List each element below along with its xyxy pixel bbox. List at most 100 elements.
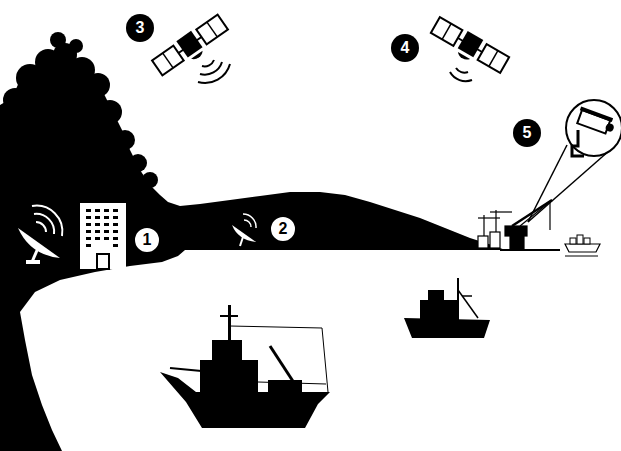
satellite <box>207 22 217 37</box>
satellite-dish <box>36 222 46 232</box>
fishing-boat <box>160 305 330 428</box>
container-ship <box>577 235 583 244</box>
fishing-boat <box>404 278 490 338</box>
signal-waves <box>198 60 230 83</box>
satellite <box>191 51 204 62</box>
office-building <box>113 230 118 233</box>
camera-callout <box>605 122 615 132</box>
satellite-dish <box>32 206 62 236</box>
callout-number: 1 <box>133 226 161 254</box>
office-building <box>80 203 126 269</box>
satellite <box>442 24 451 40</box>
container-ship <box>565 244 600 252</box>
camera-callout <box>566 100 621 156</box>
fishing-boat <box>230 326 322 328</box>
signal-waves <box>198 64 230 83</box>
coastline-land <box>3 88 27 112</box>
office-building <box>80 203 126 269</box>
coastline-land <box>0 48 505 451</box>
satellite <box>151 13 232 80</box>
fishing-boat <box>212 340 242 362</box>
coastline-land <box>86 73 110 97</box>
satellite <box>489 51 498 67</box>
port-cranes <box>478 200 560 250</box>
fishing-boat <box>170 368 212 372</box>
satellite-dish <box>244 220 251 227</box>
port-cranes <box>490 232 500 248</box>
fishing-boat <box>420 300 458 320</box>
fishing-boat <box>404 318 490 338</box>
port-cranes <box>478 236 488 248</box>
office-building <box>113 244 118 247</box>
coastline-land <box>115 130 135 150</box>
callout-number: 5 <box>513 119 541 147</box>
office-building <box>86 237 91 240</box>
satellite <box>431 17 463 46</box>
office-building <box>113 216 118 219</box>
office-building <box>113 223 118 226</box>
satellite <box>152 46 184 76</box>
office-building <box>113 237 118 240</box>
office-building <box>104 216 109 219</box>
container-ship <box>584 238 590 244</box>
signal-waves <box>200 62 222 75</box>
satellite <box>196 15 228 45</box>
office-building <box>95 230 100 233</box>
office-building <box>86 209 118 269</box>
coastline-land <box>0 32 505 451</box>
satellite <box>458 31 484 57</box>
office-building <box>104 237 109 240</box>
fishing-boat <box>322 328 328 392</box>
port-cranes <box>500 249 560 251</box>
coastline-land <box>142 172 158 188</box>
office-building <box>86 209 91 212</box>
coastline-land <box>69 39 83 53</box>
port-cranes <box>520 200 552 226</box>
port-cranes <box>490 211 512 212</box>
satellite <box>163 53 173 68</box>
container-ship <box>565 256 598 257</box>
coastline-land <box>50 32 66 48</box>
camera-callout <box>580 107 613 122</box>
container-ship <box>570 238 576 244</box>
signal-waves <box>450 68 472 81</box>
office-building <box>86 230 91 233</box>
callout-number: 3 <box>126 14 154 42</box>
container-ship <box>565 235 600 256</box>
port-cranes <box>510 236 524 250</box>
satellite-dish <box>232 214 256 246</box>
satellite <box>478 44 510 73</box>
fishing-boat <box>462 295 472 297</box>
office-building <box>95 209 100 212</box>
camera-callout <box>572 130 584 156</box>
satellite-dish <box>34 214 54 234</box>
fishing-boat <box>457 278 459 320</box>
fishing-boat <box>268 380 302 392</box>
fishing-boat <box>458 290 478 318</box>
camera-callout <box>528 100 621 222</box>
port-cranes <box>505 226 527 236</box>
callout-number: 2 <box>269 215 297 243</box>
satellite-dish <box>232 225 256 242</box>
office-building <box>95 237 100 240</box>
signal-waves <box>450 72 472 81</box>
coastline-land <box>98 100 122 124</box>
office-building <box>97 254 109 269</box>
port-cranes <box>478 217 500 218</box>
signal-waves <box>456 68 468 73</box>
signal-waves <box>202 60 214 66</box>
office-building <box>86 216 91 219</box>
office-building <box>113 209 118 212</box>
camera-callout <box>528 150 610 222</box>
satellite-dish <box>243 214 256 228</box>
camera-callout <box>528 145 567 222</box>
satellite-dish <box>32 248 38 262</box>
office-building <box>104 230 109 233</box>
satellite <box>456 52 470 62</box>
port-cranes <box>495 210 496 232</box>
fishing-boat <box>200 360 258 394</box>
satellite-dish <box>240 237 243 246</box>
coastline-land <box>129 154 147 172</box>
